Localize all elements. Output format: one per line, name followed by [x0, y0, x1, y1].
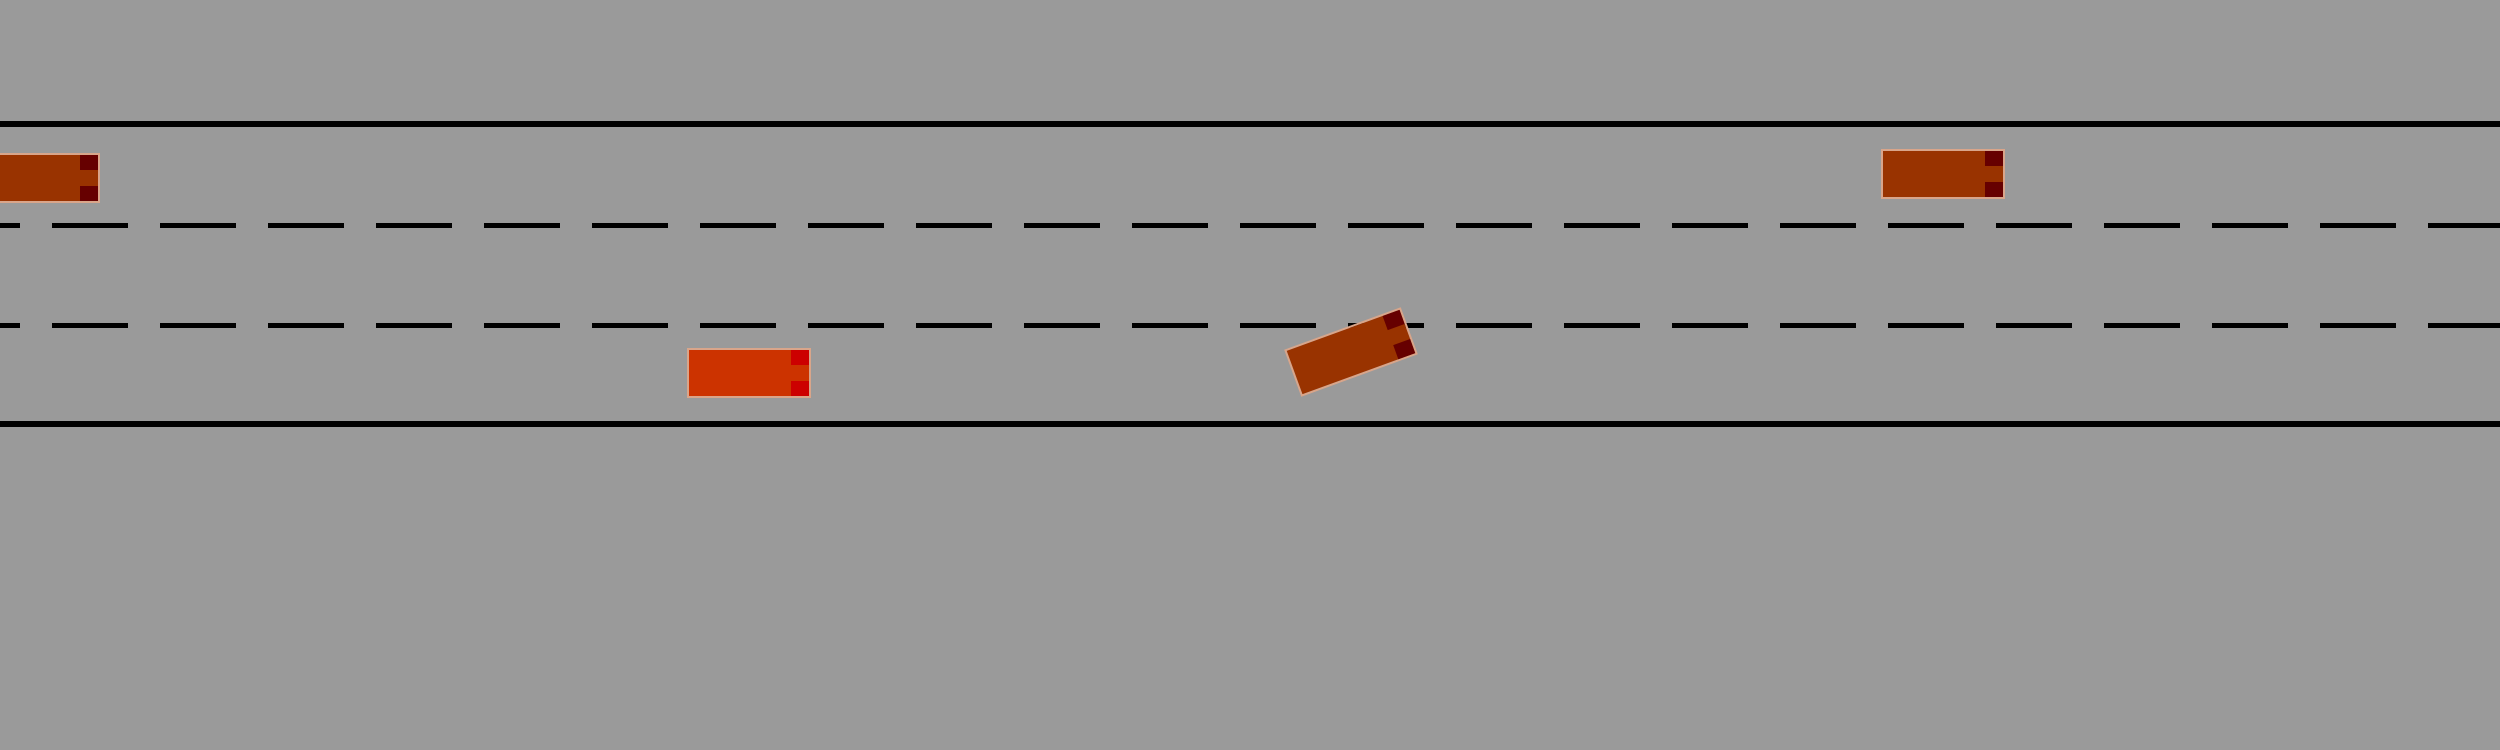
vehicle-front-light: [1985, 151, 2003, 166]
vehicle-ego: [687, 348, 811, 398]
vehicle-front-light: [1985, 182, 2003, 197]
vehicle-other: [0, 153, 100, 203]
vehicle-body: [689, 350, 809, 396]
lane-divider-dashed-1: [0, 223, 2500, 228]
vehicle-front-light: [791, 381, 809, 396]
vehicle-front-light: [80, 155, 98, 170]
road-top-edge-line: [0, 121, 2500, 127]
vehicle-front-light: [791, 350, 809, 365]
vehicle-body: [1883, 151, 2003, 197]
road-bottom-edge-line: [0, 421, 2500, 427]
vehicle-front-light: [80, 186, 98, 201]
vehicle-other-changing-lane: [1284, 307, 1418, 397]
vehicle-other: [1881, 149, 2005, 199]
lane-divider-dashed-2: [0, 323, 2500, 328]
